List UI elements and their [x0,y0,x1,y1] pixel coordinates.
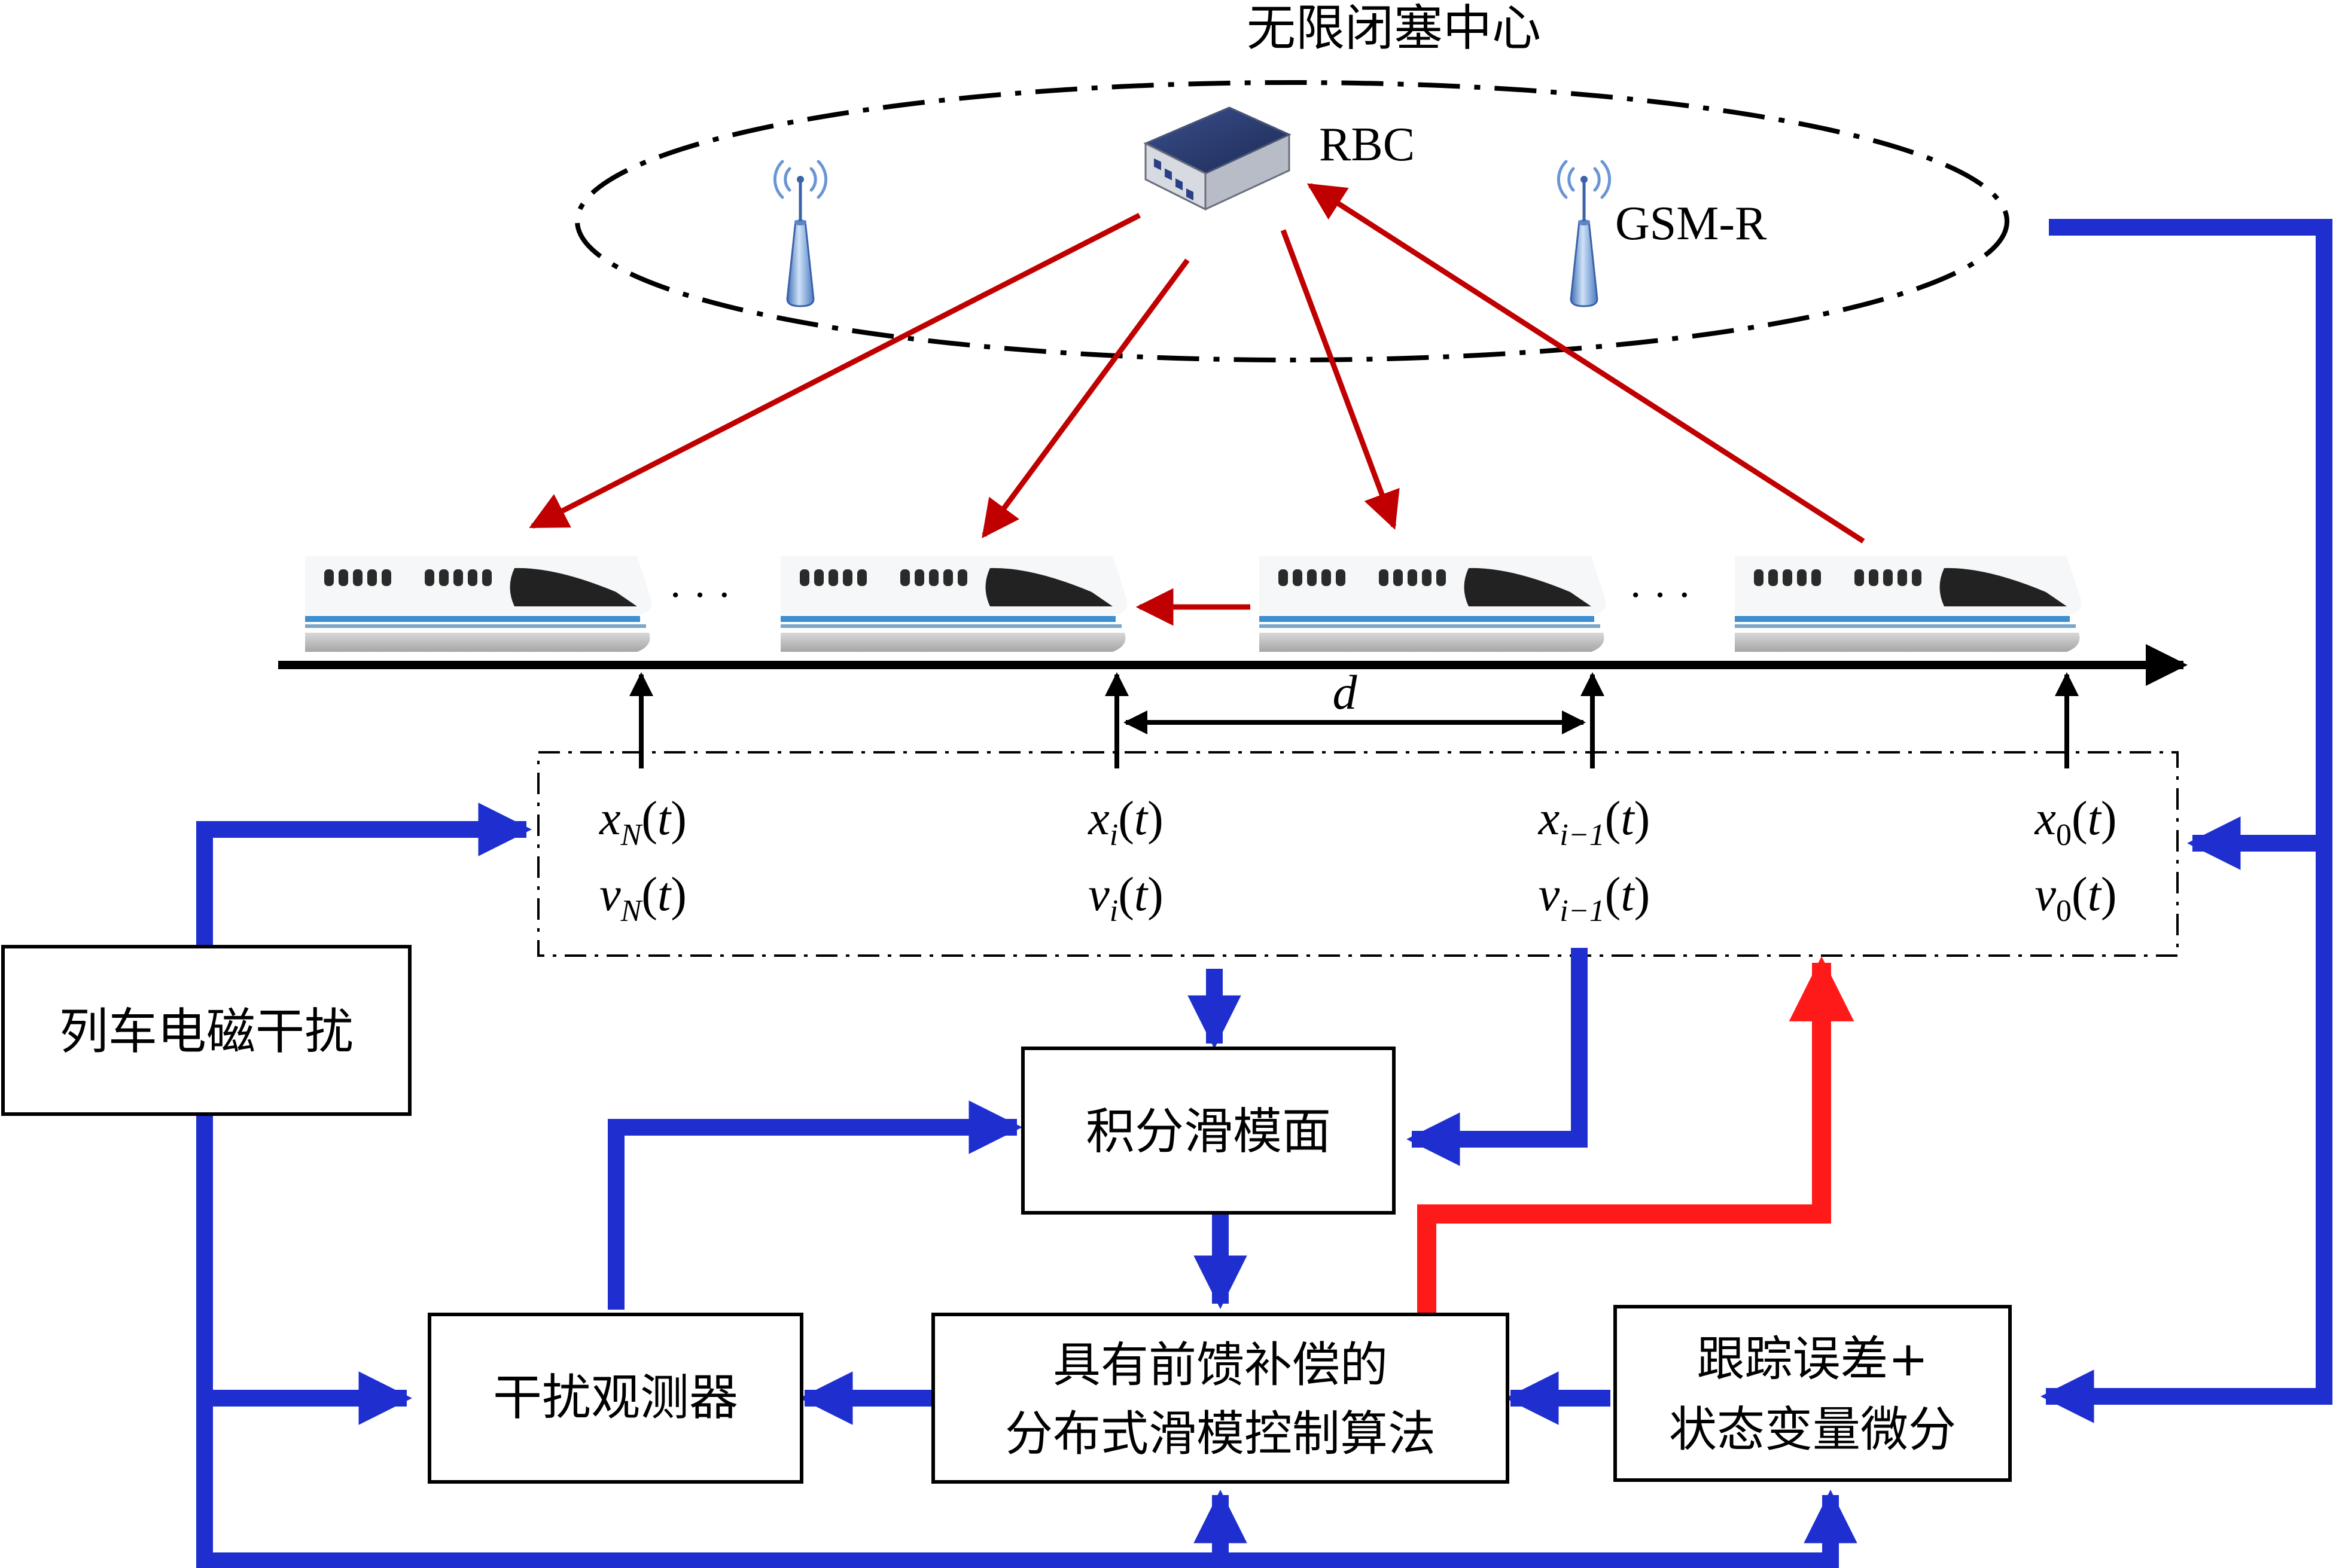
rbc-communication-arrows [529,183,1865,626]
rbc-to-right-bus-line [2040,219,2332,1423]
velocity-label-i-1: vi−1(t) [1539,868,1650,928]
train-i [781,556,1128,652]
tracking-error-label-line2: 状态变量微分 [1669,1402,1956,1457]
tracking-error-label-line1: 跟踪误差+ [1697,1331,1928,1387]
emi-bottom-bus-line [196,1115,1857,1568]
rbc-to-train-i-1-arrow [1280,229,1400,530]
velocity-label-i: vi(t) [1088,868,1163,928]
blue-signal-flows [196,219,2332,1568]
controller-box: 具有前馈补偿的 分布式滑模控制算法 [931,1313,1509,1484]
train-gap-ellipsis-right: · · · [1629,572,1692,618]
radio-block-boundary [575,80,2009,362]
state-i-1-to-sliding-surface-arrow [1406,948,1588,1166]
train-0 [1735,556,2082,652]
train-n [305,556,652,652]
velocity-label-0: v0(t) [2034,868,2116,928]
rbc-server-icon [1143,106,1292,211]
tracking-error-box: 跟踪误差+ 状态变量微分 [1613,1305,2012,1482]
controller-label-line1: 具有前馈补偿的 [1053,1337,1388,1393]
antenna-right-icon [1558,161,1609,306]
position-label-i-1: xi−1(t) [1538,792,1650,852]
emi-box: 列车电磁干扰 [1,945,412,1116]
rbc-to-train-n-arrow [529,212,1141,529]
distance-label: d [1333,665,1358,719]
train-i-1 [1259,556,1606,652]
train-state-region [537,751,2179,957]
state-labels: xN(t) vN(t) xi(t) vi(t) xi−1(t) vi−1(t) … [599,792,2116,928]
position-label-n: xN(t) [599,792,687,852]
gsm-r-label: GSM-R [1615,197,1767,250]
position-label-i: xi(t) [1088,792,1163,852]
train-gap-ellipsis-left: · · · [669,572,732,618]
emi-to-state-region-arrow [196,803,532,945]
position-label-0: x0(t) [2034,792,2116,852]
emi-label: 列车电磁干扰 [59,1003,354,1060]
antenna-left-icon [775,161,826,306]
observer-label: 干扰观测器 [493,1369,738,1426]
velocity-label-n: vN(t) [599,868,687,928]
controller-label-line2: 分布式滑模控制算法 [1005,1406,1436,1462]
rbc-label: RBC [1319,118,1415,171]
train-0-to-rbc-arrow [1306,183,1865,544]
observer-to-sliding-surface-arrow [608,1100,1022,1310]
controller-output-feedback-arrow [1417,956,1854,1313]
sliding-surface-box: 积分滑模面 [1021,1047,1396,1215]
sliding-surface-label: 积分滑模面 [1086,1103,1331,1160]
rbc-to-train-i-arrow [982,258,1190,539]
observer-box: 干扰观测器 [428,1313,803,1484]
radio-block-center-title: 无限闭塞中心 [1247,0,1541,57]
